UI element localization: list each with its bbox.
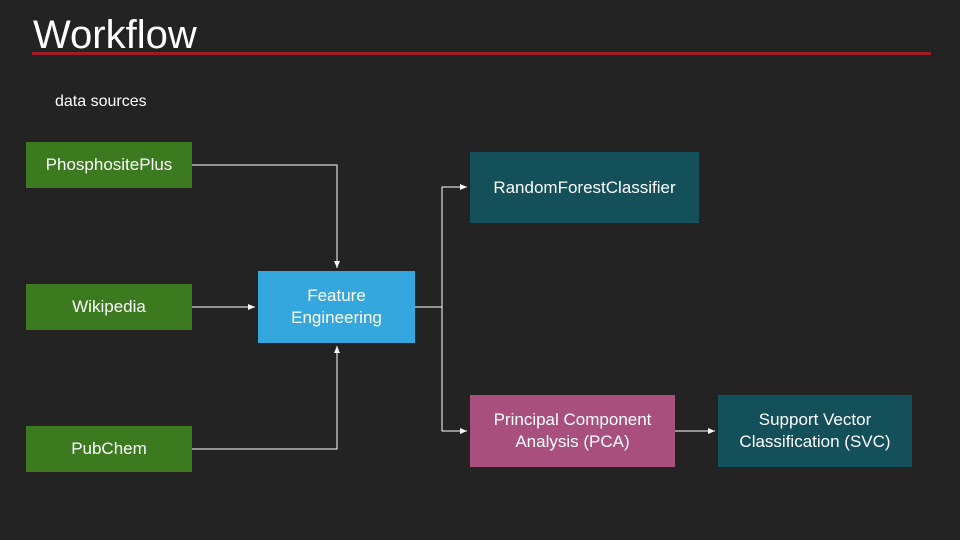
pca-line1: Principal Component bbox=[493, 410, 652, 429]
random-forest-label: RandomForestClassifier bbox=[493, 177, 676, 197]
connector-phospho-to-feature bbox=[192, 164, 340, 268]
feature-engineering-line1: Feature bbox=[307, 286, 366, 305]
feature-engineering-box: Feature Engineering bbox=[258, 271, 415, 343]
random-forest-box: RandomForestClassifier bbox=[470, 152, 699, 223]
pca-box: Principal Component Analysis (PCA) bbox=[470, 395, 675, 467]
svc-box: Support Vector Classification (SVC) bbox=[718, 395, 912, 467]
page-title: Workflow bbox=[33, 13, 197, 57]
source-pubchem: PubChem bbox=[26, 426, 192, 472]
source-phosphositeplus-label: PhosphositePlus bbox=[45, 155, 173, 174]
connector-feature-to-pca bbox=[441, 307, 467, 434]
connector-pubchem-to-feature bbox=[192, 346, 340, 450]
svc-line2: Classification (SVC) bbox=[739, 432, 891, 451]
feature-engineering-text: Feature Engineering bbox=[291, 285, 382, 329]
pca-line2: Analysis (PCA) bbox=[515, 432, 630, 451]
svc-line1: Support Vector bbox=[758, 410, 872, 429]
feature-engineering-line2: Engineering bbox=[291, 308, 382, 327]
source-pubchem-label: PubChem bbox=[71, 439, 147, 458]
connector-feature-to-rf bbox=[415, 184, 467, 308]
data-sources-label: data sources bbox=[55, 93, 147, 110]
svc-text: Support Vector Classification (SVC) bbox=[739, 409, 890, 453]
source-wikipedia-label: Wikipedia bbox=[72, 297, 146, 316]
pca-text: Principal Component Analysis (PCA) bbox=[494, 409, 652, 453]
title-underline bbox=[32, 52, 931, 55]
source-wikipedia: Wikipedia bbox=[26, 284, 192, 330]
source-phosphositeplus: PhosphositePlus bbox=[26, 142, 192, 188]
